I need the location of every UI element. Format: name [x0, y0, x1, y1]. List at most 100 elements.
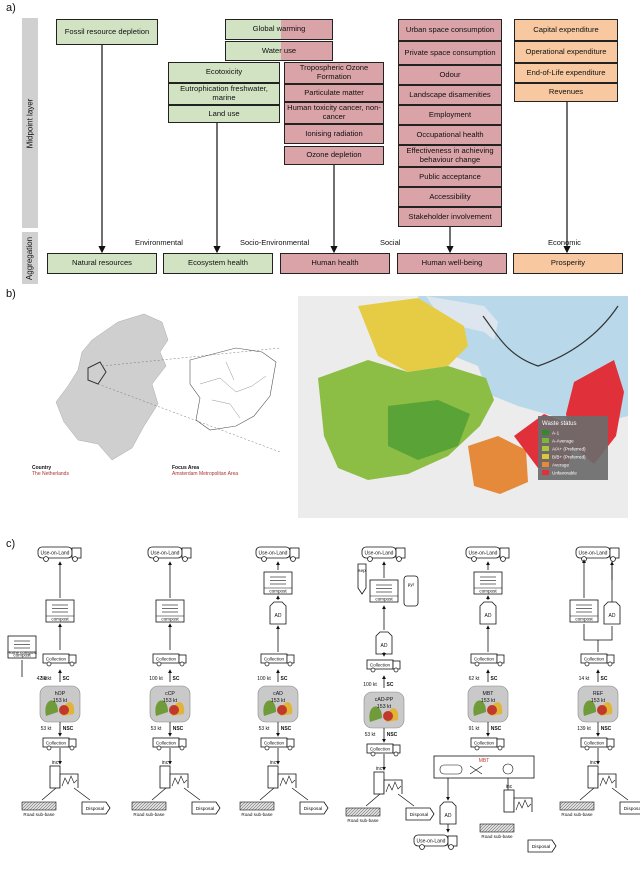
waste-apple-icon [383, 711, 393, 721]
ad-label: AD [381, 643, 388, 649]
scenario-name: MBT [483, 691, 495, 697]
midpoint-employment: Employment [398, 105, 502, 125]
legend-item-label: A-Average [552, 439, 574, 444]
panel-c-label: c) [6, 538, 16, 550]
midpoint-behaviour-change: Effectiveness in achieving behaviour cha… [398, 145, 502, 167]
truck-wheel [182, 556, 188, 562]
collection-label: Collection [584, 741, 605, 746]
collection-label: Collection [474, 657, 495, 662]
mbt-drum-icon [439, 764, 463, 775]
ad-label: AD [485, 613, 492, 619]
legend-swatch [542, 446, 549, 451]
nsc-amount: 53 kt [151, 726, 162, 732]
waste-leaf-icon [583, 700, 596, 716]
focus-name: Amsterdam Metropolitan Area [172, 471, 239, 477]
truck-wheel [156, 661, 162, 667]
compost-label: compost [479, 589, 497, 594]
scenario-total: 153 kt [481, 698, 496, 704]
nsc-label: NSC [63, 726, 74, 732]
truck-wheel [584, 745, 590, 751]
mbt-mixer-icon [469, 765, 483, 775]
truck-label: Use-on-Land [365, 551, 394, 557]
road-label: Road sub-base [241, 812, 273, 817]
collection-label: Collection [370, 747, 391, 752]
ad-tank [479, 601, 497, 625]
residue-arrows [151, 787, 201, 801]
legend-swatch [542, 462, 549, 467]
collection-label: Collection [370, 663, 391, 668]
road-label: Road sub-base [23, 812, 55, 817]
road-label: Road sub-base [133, 812, 165, 817]
sc-label: SC [63, 676, 70, 682]
midpoint-fossil: Fossil resource depletion [56, 19, 158, 45]
truck-cab [609, 547, 620, 559]
flame-icon [515, 799, 532, 811]
inc-label: inc [162, 760, 169, 766]
truck-label: Use-on-Land [41, 551, 70, 557]
truck-cab [71, 547, 82, 559]
truck-cab [181, 547, 192, 559]
inc-label: inc [376, 766, 383, 772]
midpoint-opex: Operational expenditure [514, 41, 618, 63]
compost-label: compost [51, 617, 69, 622]
truck-wheel [607, 661, 613, 667]
aggregate-human-health: Human health [280, 253, 390, 274]
sc-label: SC [491, 676, 498, 682]
collection-label: Collection [46, 657, 67, 662]
focus-area-outline [87, 361, 107, 385]
midpoint-ozone-formation: Tropospheric Ozone Formation [284, 62, 384, 84]
category-social: Social [380, 238, 401, 247]
panel-b-label: b) [6, 288, 16, 300]
midpoint-ecotoxicity: Ecotoxicity [168, 62, 280, 83]
collection-label: Collection [264, 657, 285, 662]
midpoint-private-space: Private space consumption [398, 41, 502, 65]
scenario-cad-pp: Use-on-LandsepcompostpyrADCollection100 … [345, 546, 435, 823]
sc-label: SC [387, 682, 394, 688]
scenario-name: hOP [55, 691, 66, 697]
truck-wheel [264, 661, 270, 667]
region-orange [468, 436, 528, 494]
truck-cab [499, 547, 510, 559]
scenario-total: 153 kt [53, 698, 68, 704]
disposal-label: Disposal [304, 806, 322, 812]
truck-wheel [500, 556, 506, 562]
sc-label: SC [173, 676, 180, 682]
disposal-label: Disposal [410, 812, 428, 818]
midpoint-global-warming: Global warming [225, 19, 333, 40]
legend-item-label: A-1 [552, 431, 560, 436]
pyr-label: pyr [408, 582, 415, 587]
aggregate-prosperity: Prosperity [513, 253, 623, 274]
truck-wheel [607, 745, 613, 751]
scenario-flow-diagrams: Use-on-LandcompostCollectioncompostHome … [7, 546, 640, 853]
truck-label: Use-on-Land [579, 551, 608, 557]
midpoint-revenues: Revenues [514, 83, 618, 102]
compost-box [569, 599, 599, 623]
waste-leaf-icon [45, 700, 58, 716]
midpoint-ionising: Ionising radiation [284, 124, 384, 144]
truck-wheel [69, 745, 75, 751]
compost-label: compost [269, 589, 287, 594]
nsc-amount: 53 kt [365, 732, 376, 738]
truck-wheel [153, 556, 159, 562]
category-socio-environmental: Socio-Environmental [240, 238, 310, 247]
country-name: The Netherlands [32, 471, 69, 477]
inc-label: inc [52, 760, 59, 766]
compost-box [369, 579, 399, 603]
waste-apple-icon [59, 705, 69, 715]
sc-amount: 58 kt [41, 676, 52, 682]
incinerator-stack [159, 765, 171, 789]
collection-label: Collection [46, 741, 67, 746]
legend-swatch [542, 438, 549, 443]
ad-tank [603, 601, 621, 625]
category-environmental: Environmental [135, 238, 183, 247]
waste-leaf-icon [473, 700, 486, 716]
truck-cab [289, 547, 300, 559]
truck-wheel [43, 556, 49, 562]
waste-leaf-icon [155, 700, 168, 716]
scenario-name: cAD [273, 691, 283, 697]
flame-icon [599, 775, 616, 787]
sc-label: SC [601, 676, 608, 682]
collection-label: Collection [156, 657, 177, 662]
dike-line [482, 305, 619, 367]
